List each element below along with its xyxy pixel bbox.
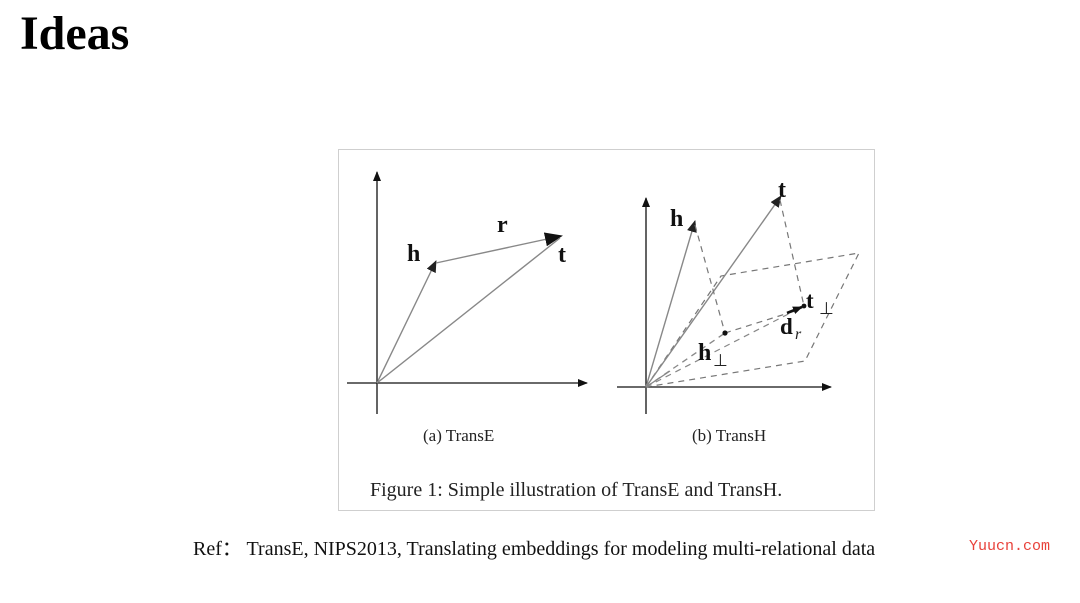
panel-b-vector-h xyxy=(645,220,697,388)
panel-b-vector-t-perp xyxy=(645,305,805,388)
watermark: Yuucn.com xyxy=(969,538,1051,555)
panel-b-label-h-perp: h xyxy=(698,340,711,366)
reference-text: Ref： TransE, NIPS2013, Translating embed… xyxy=(193,538,876,560)
panel-b-projection-t xyxy=(779,199,805,307)
panel-b-transh: h t t ⊥ d r h ⊥ (b) TransH xyxy=(617,177,861,445)
panel-b-vector-d-r xyxy=(724,310,796,334)
panel-b-caption: (b) TransH xyxy=(692,426,766,445)
figure-transe-transh: h r t (a) TransE h t t ⊥ d r xyxy=(338,149,875,511)
panel-b-hyperplane xyxy=(644,252,861,388)
panel-a-vector-t xyxy=(376,237,561,384)
panel-b-point-h-perp xyxy=(722,330,728,336)
panel-a-transe: h r t (a) TransE xyxy=(347,171,588,445)
panel-b-subscript-r: r xyxy=(795,326,802,343)
panel-b-label-h: h xyxy=(670,206,683,232)
panel-b-d-r-arrowhead xyxy=(786,305,803,315)
panel-b-point-t-perp xyxy=(801,303,807,309)
panel-b-projection-h xyxy=(694,224,726,334)
panel-b-label-t-perp: t xyxy=(806,288,814,313)
panel-a-label-h: h xyxy=(407,241,420,267)
slide-title: Ideas xyxy=(20,7,130,60)
panel-b-label-d: d xyxy=(780,314,793,339)
panel-a-caption: (a) TransE xyxy=(423,426,494,445)
panel-a-label-t: t xyxy=(558,242,566,268)
figure-caption: Figure 1: Simple illustration of TransE … xyxy=(370,479,782,501)
panel-b-label-t: t xyxy=(778,177,786,203)
panel-b-perp-symbol-t: ⊥ xyxy=(819,299,834,318)
panel-a-vector-h xyxy=(376,260,437,384)
panel-a-label-r: r xyxy=(497,212,508,238)
figure-diagram: h r t (a) TransE h t t ⊥ d r xyxy=(347,171,861,501)
panel-a-vector-r xyxy=(435,232,563,264)
panel-b-perp-symbol-h: ⊥ xyxy=(713,351,728,370)
